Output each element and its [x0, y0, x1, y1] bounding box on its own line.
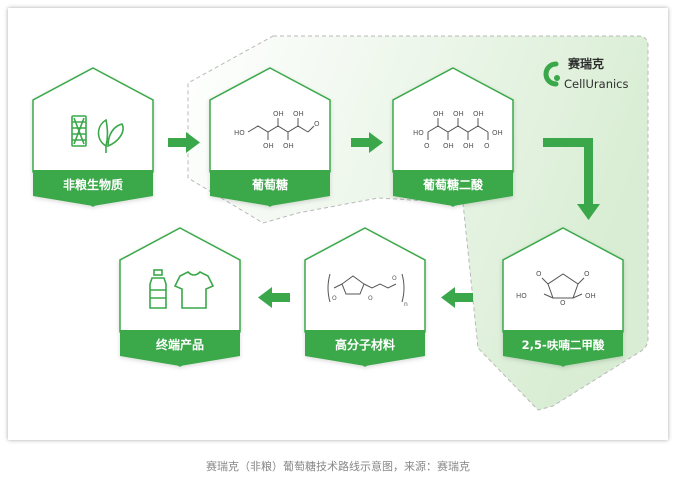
svg-text:O: O	[584, 270, 590, 278]
biomass-plant-icon	[71, 115, 124, 153]
svg-text:OH: OH	[433, 110, 444, 118]
glucaric-acid-structure-icon: HO OH OH OH OH OH OH O O	[413, 110, 503, 150]
figure-frame: 赛瑞克 CellUranics 非粮生物质 葡萄糖 HO OH OH OH OH	[8, 8, 668, 440]
svg-text:O: O	[536, 270, 542, 278]
step-card-polymer	[304, 227, 426, 367]
svg-text:OH: OH	[443, 142, 454, 150]
arrow-4-to-5	[441, 287, 473, 308]
svg-text:O: O	[392, 275, 397, 282]
svg-text:OH: OH	[453, 110, 464, 118]
svg-text:O: O	[424, 142, 430, 150]
svg-text:O: O	[484, 142, 490, 150]
step-label-2: 葡萄糖	[251, 177, 288, 192]
arrow-3-to-4	[543, 138, 600, 220]
svg-text:O: O	[560, 299, 566, 307]
svg-text:OH: OH	[585, 292, 596, 300]
svg-text:HO: HO	[413, 129, 424, 137]
glucose-structure-icon: HO OH OH OH OH O	[234, 110, 320, 150]
svg-text:HO: HO	[234, 129, 245, 137]
step-card-glucaric-acid	[392, 67, 514, 207]
arrow-5-to-6	[258, 287, 290, 308]
cellura-logo: 赛瑞克 CellUranics	[543, 56, 629, 91]
arrow-1-to-2	[168, 132, 200, 153]
step-card-biomass	[32, 67, 154, 207]
svg-text:OH: OH	[473, 110, 484, 118]
step-label-1: 非粮生物质	[63, 177, 123, 192]
polymer-structure-icon: n O O O	[327, 273, 408, 308]
svg-text:OH: OH	[283, 142, 294, 150]
process-diagram: 赛瑞克 CellUranics 非粮生物质 葡萄糖 HO OH OH OH OH	[32, 35, 649, 411]
logo-en: CellUranics	[564, 77, 629, 91]
svg-text:OH: OH	[463, 142, 474, 150]
svg-text:OH: OH	[293, 110, 304, 118]
svg-text:n: n	[404, 301, 408, 308]
svg-text:OH: OH	[263, 142, 274, 150]
svg-text:O: O	[314, 120, 320, 128]
arrow-2-to-3	[351, 132, 383, 153]
step-label-3: 葡萄糖二酸	[422, 177, 484, 192]
step-card-end-products	[119, 227, 241, 367]
step-card-glucose	[209, 67, 331, 207]
svg-text:OH: OH	[273, 110, 284, 118]
step-label-6: 终端产品	[156, 337, 204, 352]
step-card-fdca	[502, 227, 624, 367]
svg-text:O: O	[368, 295, 373, 302]
logo-cn: 赛瑞克	[567, 56, 604, 71]
bottle-tshirt-icon	[149, 269, 215, 309]
svg-text:HO: HO	[516, 292, 527, 300]
svg-text:O: O	[332, 295, 337, 302]
fdca-structure-icon: O HO OH O O	[516, 270, 596, 307]
step-label-4: 2,5-呋喃二甲酸	[522, 338, 605, 352]
figure-caption: 赛瑞克（非粮）葡萄糖技术路线示意图，来源：赛瑞克	[206, 460, 470, 473]
step-label-5: 高分子材料	[335, 337, 395, 352]
svg-text:OH: OH	[492, 129, 503, 137]
